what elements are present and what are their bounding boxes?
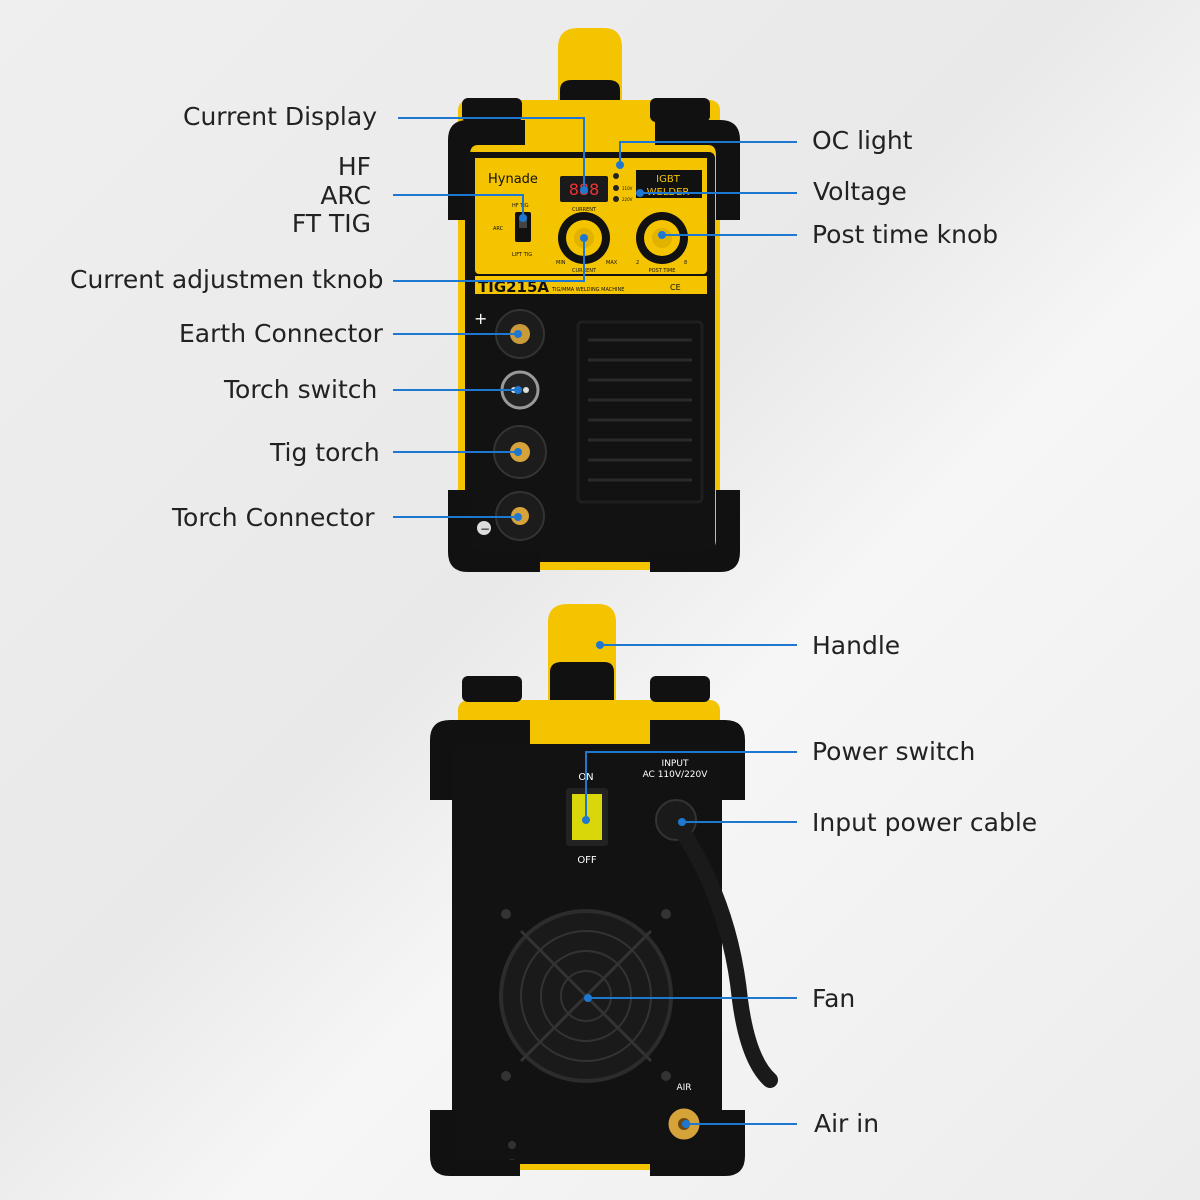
svg-text:OFF: OFF bbox=[577, 855, 597, 866]
svg-text:INPUT: INPUT bbox=[662, 759, 689, 769]
label-earth-connector: Earth Connector bbox=[179, 319, 383, 348]
label-voltage: Voltage bbox=[813, 177, 907, 206]
label-arc: ARC bbox=[320, 181, 371, 210]
label-handle: Handle bbox=[812, 631, 901, 660]
svg-text:110V: 110V bbox=[622, 186, 633, 191]
label-oc-light: OC light bbox=[812, 126, 913, 155]
svg-text:LIFT TIG: LIFT TIG bbox=[512, 252, 532, 258]
svg-text:220V: 220V bbox=[622, 197, 633, 202]
label-air-in: Air in bbox=[814, 1109, 880, 1138]
svg-text:−: − bbox=[480, 522, 490, 536]
svg-text:Hynade: Hynade bbox=[488, 172, 538, 187]
label-hf: HF bbox=[337, 152, 371, 181]
label-ft-tig: FT TIG bbox=[291, 209, 371, 238]
svg-text:MAX: MAX bbox=[606, 260, 618, 266]
label-current-display: Current Display bbox=[183, 102, 377, 131]
label-torch-switch: Torch switch bbox=[224, 375, 378, 404]
back-view: ON OFF INPUT AC 110V/220V AIR bbox=[430, 604, 778, 1176]
svg-text:TIG215A: TIG215A bbox=[478, 278, 549, 296]
svg-text:AC 110V/220V: AC 110V/220V bbox=[643, 770, 709, 780]
svg-text:HF TIG: HF TIG bbox=[512, 203, 529, 209]
svg-text:8: 8 bbox=[684, 260, 687, 266]
svg-text:AIR: AIR bbox=[676, 1083, 691, 1093]
svg-text:CE: CE bbox=[670, 283, 681, 292]
label-fan: Fan bbox=[812, 984, 856, 1013]
svg-text:ARC: ARC bbox=[493, 226, 504, 232]
label-current-knob: Current adjustmen tknob bbox=[70, 265, 384, 294]
svg-text:IGBT: IGBT bbox=[656, 174, 681, 185]
front-vents bbox=[576, 320, 704, 504]
svg-text:2: 2 bbox=[636, 260, 639, 266]
oc-light bbox=[613, 173, 619, 179]
label-tig-torch: Tig torch bbox=[270, 438, 380, 467]
svg-text:CURRENT: CURRENT bbox=[572, 207, 597, 213]
svg-text:MIN: MIN bbox=[556, 260, 566, 266]
svg-text:TIG/MMA WELDING MACHINE: TIG/MMA WELDING MACHINE bbox=[551, 287, 624, 293]
label-power-switch: Power switch bbox=[812, 737, 976, 766]
svg-text:+: + bbox=[474, 309, 487, 328]
svg-text:POST TIME: POST TIME bbox=[649, 268, 676, 274]
label-input-power-cable: Input power cable bbox=[812, 808, 1038, 837]
label-torch-connector: Torch Connector bbox=[172, 503, 375, 532]
label-post-time-knob: Post time knob bbox=[812, 220, 999, 249]
